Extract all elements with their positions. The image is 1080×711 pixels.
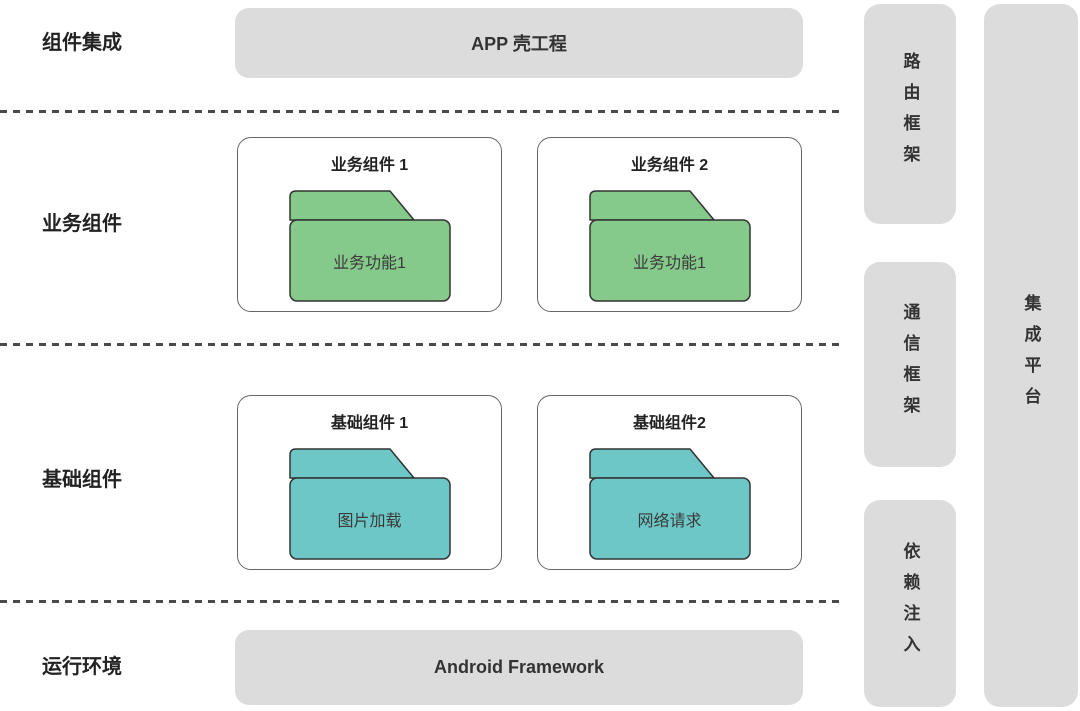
row-label-business: 业务组件 <box>42 213 122 235</box>
divider-line-1 <box>0 110 840 113</box>
folder-icon: 网络请求 <box>586 445 754 563</box>
folder-label: 网络请求 <box>637 512 702 530</box>
card-business-2: 业务组件 2 业务功能1 <box>537 137 802 312</box>
folder-label: 业务功能1 <box>633 254 706 272</box>
row-label-integration: 组件集成 <box>42 32 122 54</box>
sidebar-dependency-injection: 依赖注入 <box>864 500 956 707</box>
android-framework-label: Android Framework <box>433 657 605 677</box>
divider-line-2 <box>0 343 840 346</box>
card-title: 业务组件 2 <box>630 157 709 174</box>
integration-platform-bar: 集成平台 <box>984 4 1078 707</box>
folder-label: 图片加载 <box>337 512 402 530</box>
card-base-1: 基础组件 1 图片加载 <box>237 395 502 570</box>
sidebar-communication-framework: 通信框架 <box>864 262 956 467</box>
folder-icon: 业务功能1 <box>286 187 454 305</box>
sidebar-routing-framework: 路由框架 <box>864 4 956 224</box>
folder-icon: 图片加载 <box>286 445 454 563</box>
card-title: 基础组件2 <box>633 415 706 432</box>
card-business-1: 业务组件 1 业务功能1 <box>237 137 502 312</box>
folder-label: 业务功能1 <box>333 254 406 272</box>
card-title: 基础组件 1 <box>330 415 409 432</box>
folder-icon: 业务功能1 <box>586 187 754 305</box>
card-title: 业务组件 1 <box>330 157 409 174</box>
app-shell-box: APP 壳工程 <box>235 8 803 78</box>
card-base-2: 基础组件2 网络请求 <box>537 395 802 570</box>
row-label-runtime: 运行环境 <box>42 656 122 678</box>
sidebar-label: 依赖注入 <box>900 541 920 666</box>
divider-line-3 <box>0 600 840 603</box>
platform-label: 集成平台 <box>1021 293 1041 418</box>
sidebar-label: 路由框架 <box>900 52 920 176</box>
app-shell-label: APP 壳工程 <box>471 34 567 54</box>
android-framework-box: Android Framework <box>235 630 803 705</box>
row-label-base: 基础组件 <box>42 469 122 491</box>
sidebar-label: 通信框架 <box>900 302 920 427</box>
